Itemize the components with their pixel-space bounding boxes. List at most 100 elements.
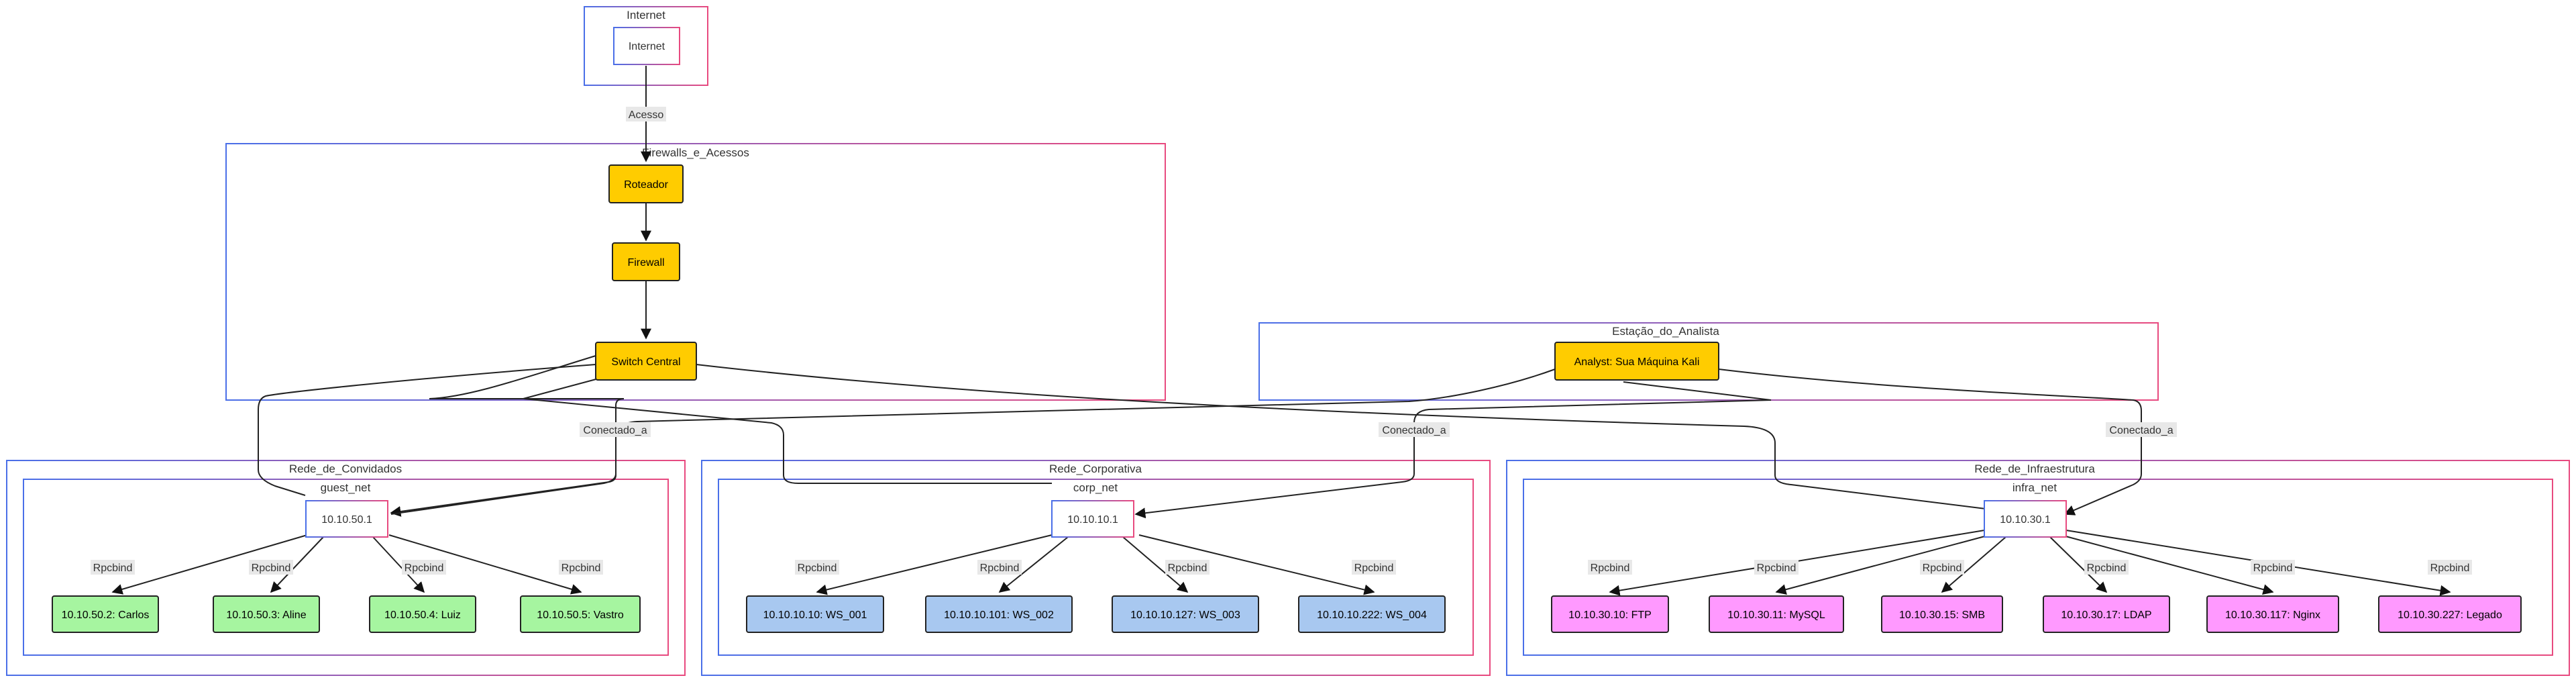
cluster-corporativa-title: Rede_Corporativa	[1049, 462, 1142, 475]
cluster-corporativa: Rede_Corporativa corp_net	[701, 460, 1491, 676]
edge-infra-5	[2060, 534, 2274, 595]
svg-text:10.10.10.222: WS_004: 10.10.10.222: WS_004	[1317, 609, 1427, 621]
node-switch-central[interactable]: Switch Central	[595, 342, 697, 381]
edge-label-rpcbind: Rpcbind	[795, 560, 839, 575]
node-infra-host[interactable]: 10.10.30.17: LDAP	[2043, 595, 2170, 633]
edge-label-acesso: Acesso	[626, 107, 666, 121]
edge-switch-guest	[390, 355, 625, 517]
cluster-firewalls-title: Firewalls_e_Acessos	[642, 146, 749, 159]
node-infra-host[interactable]: 10.10.30.15: SMB	[1881, 595, 2003, 633]
node-infra-host[interactable]: 10.10.30.117: Nginx	[2206, 595, 2339, 633]
svg-text:10.10.50.3: Aline: 10.10.50.3: Aline	[226, 609, 306, 621]
edge-label-conectado-guest: Conectado_a	[580, 422, 651, 437]
svg-text:Rpcbind: Rpcbind	[2087, 563, 2127, 574]
svg-text:Rpcbind: Rpcbind	[1923, 563, 1962, 574]
cluster-convidados-title: Rede_de_Convidados	[289, 462, 402, 475]
cluster-estacao: Estação_do_Analista	[1258, 322, 2159, 401]
svg-text:10.10.30.11: MySQL: 10.10.30.11: MySQL	[1727, 609, 1825, 621]
cluster-internet-title: Internet	[627, 9, 665, 21]
svg-text:10.10.30.17: LDAP: 10.10.30.17: LDAP	[2061, 609, 2151, 621]
edge-guest-1	[111, 534, 308, 595]
node-infra-gateway[interactable]: 10.10.30.1	[1984, 500, 2067, 538]
svg-text:10.10.30.15: SMB: 10.10.30.15: SMB	[1899, 609, 1985, 621]
edge-infra-4	[2049, 536, 2108, 593]
svg-text:10.10.10.1: 10.10.10.1	[1067, 514, 1118, 526]
edge-guest-4	[388, 534, 582, 595]
edge-analyst-guest	[390, 369, 1556, 515]
edge-infra-3	[1941, 536, 2006, 593]
edge-label-rpcbind: Rpcbind	[2251, 560, 2295, 575]
edge-label-rpcbind: Rpcbind	[1588, 560, 1632, 575]
edge-label-rpcbind: Rpcbind	[249, 560, 293, 575]
node-corp-host[interactable]: 10.10.10.101: WS_002	[925, 595, 1073, 633]
svg-text:Internet: Internet	[629, 41, 665, 52]
edges	[111, 66, 2451, 596]
node-infra-host[interactable]: 10.10.30.227: Legado	[2378, 595, 2522, 633]
edge-analyst-corp	[1134, 381, 1772, 519]
node-internet[interactable]: Internet	[613, 27, 680, 65]
node-infra-host[interactable]: 10.10.30.10: FTP	[1551, 595, 1669, 633]
svg-text:10.10.30.227: Legado: 10.10.30.227: Legado	[2398, 609, 2502, 621]
svg-text:Analyst: Sua Máquina Kali: Analyst: Sua Máquina Kali	[1574, 356, 1700, 368]
edge-label-rpcbind: Rpcbind	[977, 560, 1022, 575]
edge-corp-1	[816, 534, 1053, 595]
svg-text:Acesso: Acesso	[629, 109, 664, 121]
svg-text:10.10.50.2: Carlos: 10.10.50.2: Carlos	[62, 609, 150, 621]
node-firewall[interactable]: Firewall	[612, 242, 680, 281]
svg-text:Roteador: Roteador	[624, 179, 668, 191]
cluster-guest-net-box	[23, 479, 669, 656]
cluster-corp-net-title: corp_net	[1073, 481, 1118, 494]
edge-label-rpcbind: Rpcbind	[91, 560, 135, 575]
svg-text:Rpcbind: Rpcbind	[93, 563, 133, 574]
node-guest-host[interactable]: 10.10.50.5: Vastro	[520, 595, 641, 633]
svg-text:Rpcbind: Rpcbind	[980, 563, 1020, 574]
node-analyst[interactable]: Analyst: Sua Máquina Kali	[1554, 342, 1719, 381]
edge-corp-3	[1122, 536, 1189, 593]
edge-guest-2	[270, 536, 324, 593]
cluster-infraestrutura: Rede_de_Infraestrutura infra_net	[1506, 460, 2570, 676]
edge-label-rpcbind: Rpcbind	[1754, 560, 1799, 575]
edge-label-conectado-corp: Conectado_a	[1379, 422, 1450, 437]
svg-text:Rpcbind: Rpcbind	[252, 563, 291, 574]
svg-text:Rpcbind: Rpcbind	[1757, 563, 1796, 574]
svg-text:Rpcbind: Rpcbind	[405, 563, 444, 574]
svg-text:10.10.10.127: WS_003: 10.10.10.127: WS_003	[1130, 609, 1240, 621]
svg-text:Switch Central: Switch Central	[611, 356, 680, 368]
node-corp-host[interactable]: 10.10.10.222: WS_004	[1298, 595, 1446, 633]
edge-label-rpcbind: Rpcbind	[1165, 560, 1210, 575]
svg-text:Conectado_a: Conectado_a	[1382, 425, 1446, 436]
svg-text:10.10.50.1: 10.10.50.1	[321, 514, 372, 526]
edge-labels: Acesso Conectado_a Conectado_a Conectado…	[91, 107, 2472, 575]
edge-label-rpcbind: Rpcbind	[559, 560, 603, 575]
cluster-firewalls: Firewalls_e_Acessos	[225, 143, 1166, 401]
cluster-corp-net-box	[718, 479, 1474, 656]
edge-label-conectado-infra: Conectado_a	[2106, 422, 2177, 437]
edge-label-rpcbind: Rpcbind	[402, 560, 446, 575]
node-guest-host[interactable]: 10.10.50.4: Luiz	[369, 595, 476, 633]
node-infra-host[interactable]: 10.10.30.11: MySQL	[1709, 595, 1844, 633]
svg-text:Conectado_a: Conectado_a	[583, 425, 647, 436]
node-guest-host[interactable]: 10.10.50.2: Carlos	[52, 595, 159, 633]
edge-label-rpcbind: Rpcbind	[1352, 560, 1396, 575]
svg-text:10.10.30.10: FTP: 10.10.30.10: FTP	[1568, 609, 1652, 621]
edge-switch-guest-alt	[258, 364, 596, 496]
cluster-infra-net-title: infra_net	[2012, 481, 2057, 494]
svg-text:10.10.10.10: WS_001: 10.10.10.10: WS_001	[763, 609, 867, 621]
node-corp-gateway[interactable]: 10.10.10.1	[1051, 500, 1134, 538]
edge-switch-corp	[523, 373, 1052, 484]
cluster-guest-net-title: guest_net	[321, 481, 371, 494]
cluster-infraestrutura-title: Rede_de_Infraestrutura	[1974, 462, 2095, 475]
node-guest-host[interactable]: 10.10.50.3: Aline	[213, 595, 320, 633]
svg-text:Firewall: Firewall	[627, 257, 664, 268]
svg-text:10.10.10.101: WS_002: 10.10.10.101: WS_002	[944, 609, 1054, 621]
svg-text:Rpcbind: Rpcbind	[561, 563, 601, 574]
node-roteador[interactable]: Roteador	[608, 164, 684, 203]
edge-corp-4	[1138, 534, 1375, 595]
node-corp-host[interactable]: 10.10.10.10: WS_001	[746, 595, 884, 633]
node-corp-host[interactable]: 10.10.10.127: WS_003	[1112, 595, 1259, 633]
cluster-estacao-title: Estação_do_Analista	[1612, 325, 1719, 338]
edge-infra-2	[1775, 534, 1990, 595]
svg-text:Rpcbind: Rpcbind	[798, 563, 837, 574]
svg-text:10.10.30.1: 10.10.30.1	[2000, 514, 2051, 526]
node-guest-gateway[interactable]: 10.10.50.1	[305, 500, 388, 538]
